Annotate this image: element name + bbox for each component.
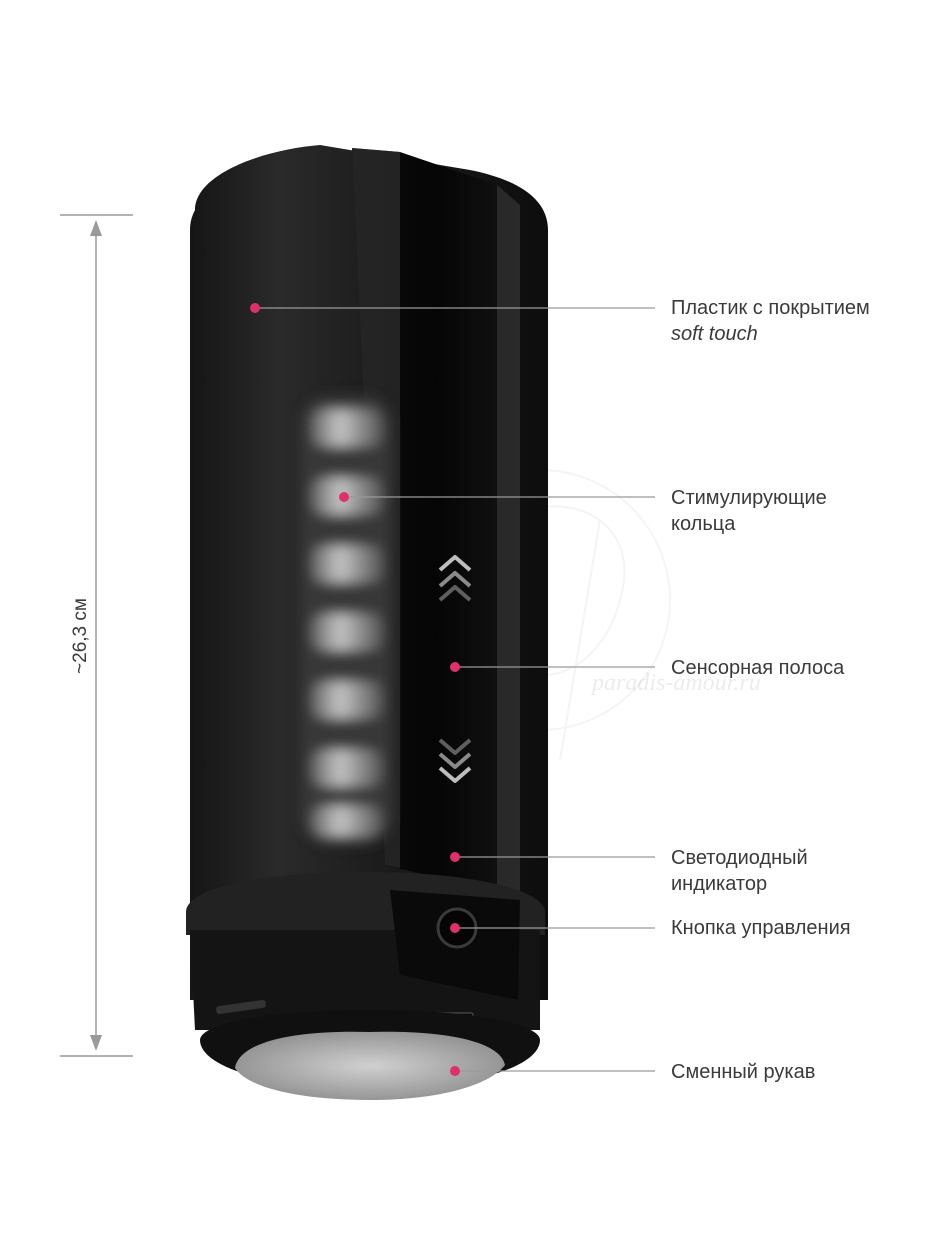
leader-lines	[255, 307, 655, 1072]
callout-coating-line2: soft touch	[671, 323, 758, 345]
callout-rings-line1: Стимулирующие	[671, 487, 827, 509]
callout-sleeve-line1: Сменный рукав	[671, 1061, 816, 1083]
callout-led-line2: индикатор	[671, 873, 768, 895]
callout-rings: Стимулирующие кольца	[671, 485, 827, 537]
marker-led	[450, 852, 460, 862]
markers	[250, 303, 460, 1076]
dimension-line	[60, 214, 133, 1057]
marker-touch-strip	[450, 662, 460, 672]
watermark-text: paradis-amour.ru	[592, 670, 761, 696]
marker-sleeve	[450, 1066, 460, 1076]
callout-button: Кнопка управления	[671, 915, 851, 941]
callout-coating-line1: Пластик с покрытием	[671, 297, 870, 319]
callout-led: Светодиодный индикатор	[671, 845, 808, 897]
callout-rings-line2: кольца	[671, 513, 736, 535]
callout-coating: Пластик с покрытием soft touch	[671, 295, 870, 347]
callout-led-line1: Светодиодный	[671, 847, 808, 869]
marker-coating	[250, 303, 260, 313]
chevron-up-double-icon	[438, 555, 472, 602]
sleeve	[235, 1031, 505, 1100]
stimulating-rings	[300, 395, 392, 845]
dimension-label: ~26,3 см	[70, 598, 91, 674]
callout-touch-strip-line1: Сенсорная полоса	[671, 657, 845, 679]
device	[186, 145, 548, 1100]
callout-sleeve: Сменный рукав	[671, 1059, 815, 1085]
callout-button-line1: Кнопка управления	[671, 917, 851, 939]
marker-rings	[339, 492, 349, 502]
callout-touch-strip: Сенсорная полоса	[671, 655, 844, 681]
chevron-down-double-icon	[438, 738, 472, 783]
marker-button	[450, 923, 460, 933]
